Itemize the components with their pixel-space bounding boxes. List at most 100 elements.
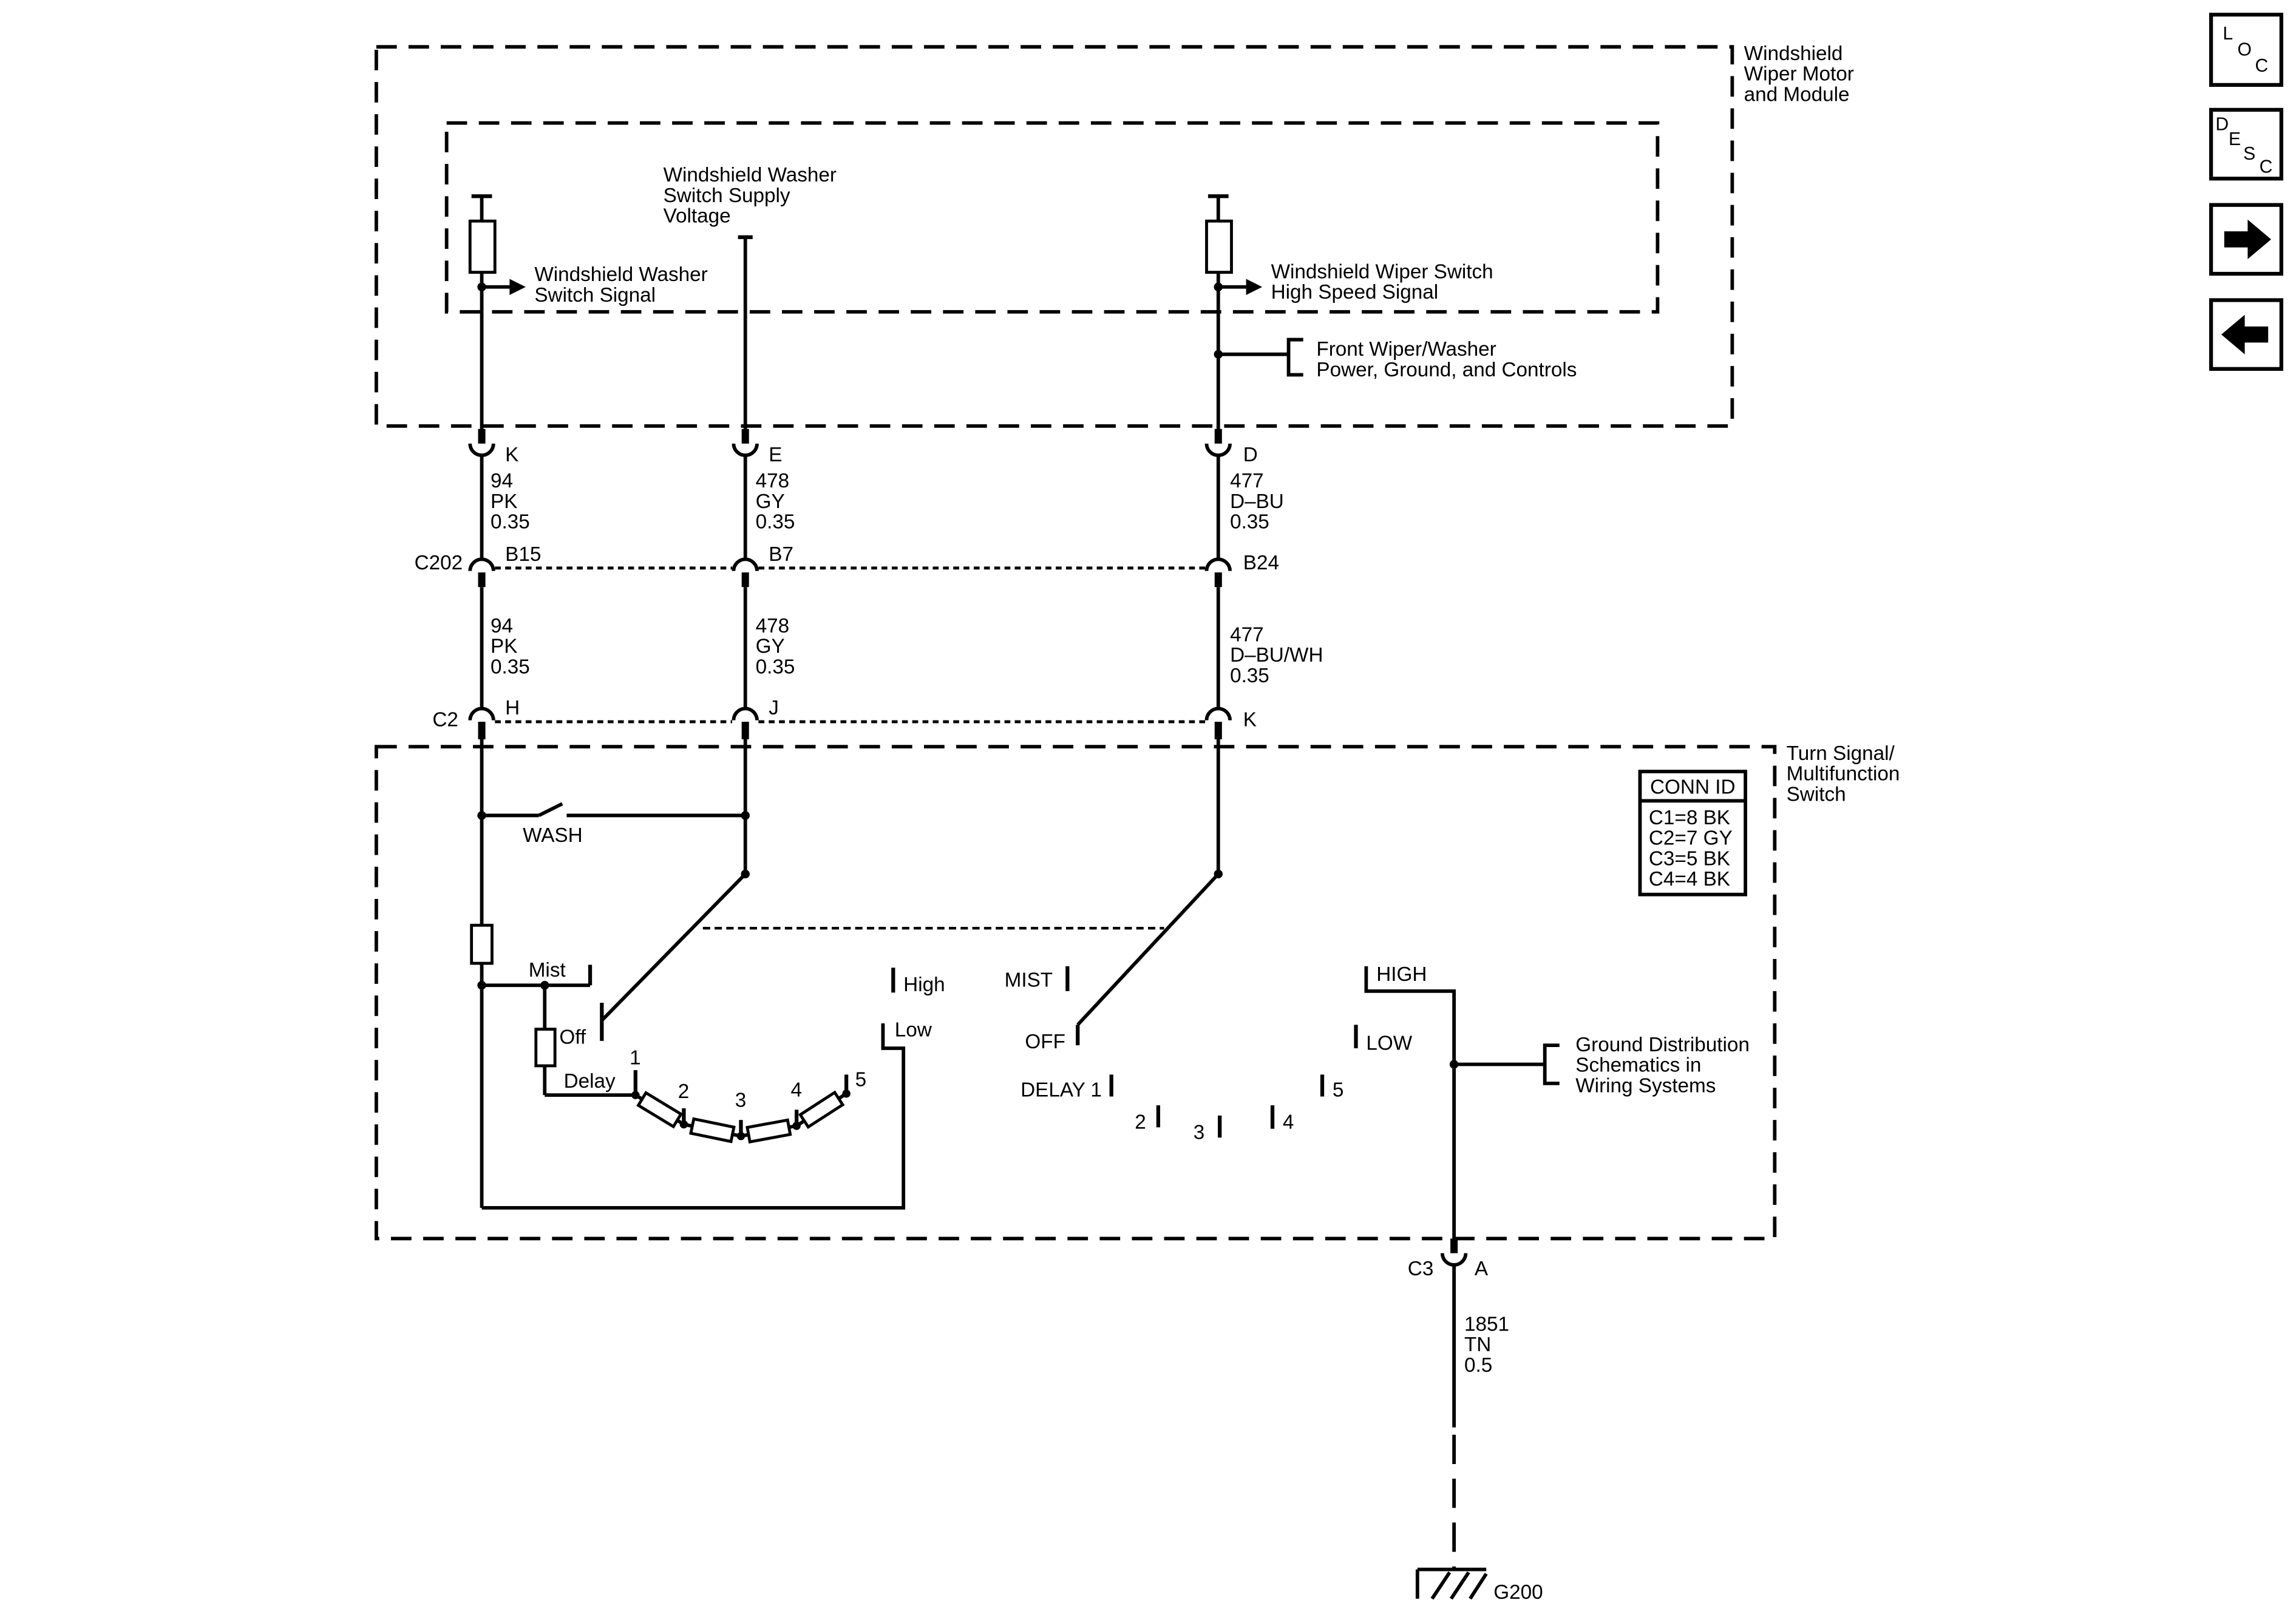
ladder-resistor [798,1090,845,1130]
wire-color: PK [491,636,517,658]
pin-label: B15 [505,543,541,566]
front-wiper-reference: Front Wiper/Washer [1316,338,1496,361]
multifunction-switch-title: Turn Signal/ Multifunction Switch [1787,742,1900,806]
multifunction-switch-outline [374,745,1777,1241]
wire-circuit: 477 [1230,623,1264,646]
connector-name: C202 [415,552,463,574]
wiper-motor-module-outline [374,45,1734,428]
pin-label: J [769,697,779,719]
wiper-module-inner-outline [444,121,1660,314]
wire-circuit: 478 [756,615,790,637]
pin-label: E [769,444,782,466]
connector-socket [468,557,495,571]
delay1-label: DELAY 1 [1021,1079,1102,1102]
description-letter: D [2215,115,2229,135]
supply-voltage-label: Windshield Washer Switch Supply Voltage [664,164,837,228]
right-arrow-icon [2224,219,2271,259]
connector-pin [741,429,749,444]
high-label: HIGH [1376,963,1427,986]
supply-voltage-label-line: Windshield Washer [664,164,837,186]
high-speed-label: Windshield Wiper Switch [1271,260,1493,283]
connector-pin [1214,722,1222,740]
connector-socket [732,557,759,571]
wire-circuit: 94 [491,470,513,492]
wiper-mode-switch-blade [1076,872,1220,1026]
pin-label: A [1475,1258,1489,1280]
washer-resistor [470,923,494,965]
off-label: OFF [1025,1031,1065,1053]
off-label: Off [559,1026,586,1049]
wire-gauge: 0.35 [756,511,795,534]
delay-step-label: 2 [1135,1111,1146,1134]
wire-circuit: 94 [491,615,513,637]
washer-mode-switch-blade [600,872,747,1022]
ground-hatch [1430,1571,1452,1600]
description-letter: E [2229,129,2241,149]
wire-circuit: 1851 [1464,1313,1509,1335]
conn-id-row: C4=4 BK [1649,868,1730,890]
module-title-line: and Module [1744,83,1850,106]
delay-step-label: 2 [678,1080,690,1103]
wire-gauge: 0.35 [1230,511,1269,534]
ground-symbol-icon: G200 [1415,1567,1543,1604]
description-button[interactable]: D E S C [2209,107,2284,181]
location-button[interactable]: L O C [2209,12,2284,87]
next-button[interactable] [2209,203,2284,276]
high-speed-label: High Speed Signal [1271,281,1439,303]
module-title-line: Wiper Motor [1744,63,1854,86]
pin-label: K [505,444,518,466]
low-label: LOW [1366,1032,1412,1054]
delay-step-label: 4 [790,1079,802,1102]
location-letter: C [2255,56,2268,76]
delay-resistor [534,1028,557,1068]
connector-pin [478,429,486,444]
module-title-line: Windshield [1744,42,1843,65]
connector-socket [732,443,759,457]
conn-id-header: CONN ID [1650,776,1735,798]
ground-hatch [1449,1571,1470,1600]
connector-pin [741,572,749,588]
supply-voltage-circuit [738,235,753,429]
wire-color: PK [491,490,517,513]
connector-c202: C202 B15 B7 B24 [415,543,1279,588]
low-label: Low [895,1019,932,1042]
pullup-resistor [1205,219,1233,274]
middle-wires: 94 PK 0.35 478 GY 0.35 477 D–BU/WH 0.35 [480,587,1323,709]
connector-pin [1214,429,1222,444]
switch-title-line: Multifunction [1787,763,1900,785]
wire-gauge: 0.35 [756,656,795,678]
ladder-resistor [689,1117,736,1144]
connector-socket [468,443,495,457]
high-speed-circuit: Windshield Wiper Switch High Speed Signa… [1205,194,1577,429]
wiper-switch-section: OFF MIST DELAY 1 2 3 4 5 LOW HIGH [1005,739,1560,1239]
connector-c3: C3 A [1408,1238,1489,1280]
washer-signal-circuit: Windshield Washer Switch Signal [468,194,708,429]
ladder-resistor [746,1118,792,1144]
pin-label: B7 [769,543,793,566]
connector-pin [478,572,486,588]
wire-gauge: 0.35 [491,656,530,678]
washer-signal-label: Switch Signal [534,284,656,307]
back-button[interactable] [2209,298,2284,371]
pin-label: H [505,697,520,719]
pin-label: B24 [1243,552,1279,574]
connector-socket [1204,443,1232,457]
conn-id-row: C2=7 GY [1649,827,1733,850]
delay-step-label: 4 [1283,1111,1294,1134]
wire-gauge: 0.35 [1230,665,1269,687]
delay-step-label: 3 [1194,1121,1205,1144]
delay-step-label: 5 [1333,1079,1344,1102]
delay-step-label: 5 [855,1069,867,1091]
delay-step-label: 1 [630,1046,641,1069]
wire-color: GY [756,636,785,658]
wire-color: GY [756,490,785,513]
wire-color: D–BU/WH [1230,644,1323,666]
mist-label: Mist [529,959,566,981]
washer-signal-label: Windshield Washer [534,263,707,286]
front-wiper-reference: Power, Ground, and Controls [1316,359,1577,381]
supply-voltage-label-line: Switch Supply [664,185,790,207]
wash-switch-blade [538,802,563,818]
conn-id-row: C1=8 BK [1649,807,1730,829]
connector-name: C2 [432,708,458,731]
